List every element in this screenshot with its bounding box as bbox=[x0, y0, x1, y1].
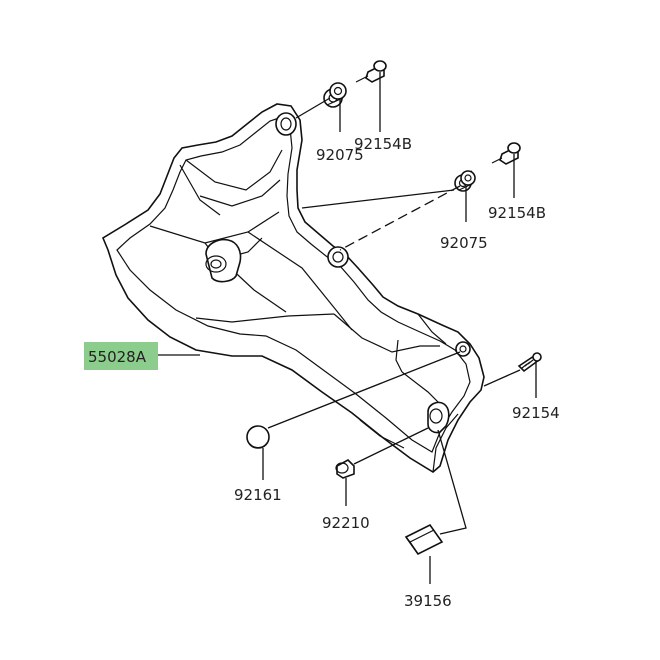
collar-92210 bbox=[335, 459, 355, 479]
grommet-boss bbox=[205, 238, 242, 283]
bolt-92154 bbox=[517, 352, 542, 373]
mount-hole-top bbox=[275, 112, 297, 136]
mount-hole-mid bbox=[327, 246, 349, 268]
grommet-92075-top bbox=[323, 82, 347, 108]
grommet-92075-mid bbox=[454, 170, 476, 192]
plug-92161 bbox=[246, 425, 270, 449]
pad-39156 bbox=[404, 523, 444, 556]
label-92154b-mid[interactable]: 92154B bbox=[488, 204, 546, 222]
leader-lines bbox=[158, 72, 537, 584]
label-92210[interactable]: 92210 bbox=[322, 514, 370, 532]
bolt-92154b-top bbox=[355, 60, 387, 83]
label-92161[interactable]: 92161 bbox=[234, 486, 282, 504]
mount-hole-right bbox=[455, 341, 471, 357]
label-92154b-top[interactable]: 92154B bbox=[354, 135, 412, 153]
side-cover-panel bbox=[101, 103, 485, 473]
lower-boss bbox=[427, 401, 450, 434]
label-92154[interactable]: 92154 bbox=[512, 404, 560, 422]
label-55028a[interactable]: 55028A bbox=[88, 348, 147, 366]
bolt-92154b-mid bbox=[491, 142, 521, 165]
label-39156[interactable]: 39156 bbox=[404, 592, 452, 610]
highlight-box bbox=[84, 342, 158, 370]
label-92075-mid[interactable]: 92075 bbox=[440, 234, 488, 252]
label-92075-top[interactable]: 92075 bbox=[316, 146, 364, 164]
